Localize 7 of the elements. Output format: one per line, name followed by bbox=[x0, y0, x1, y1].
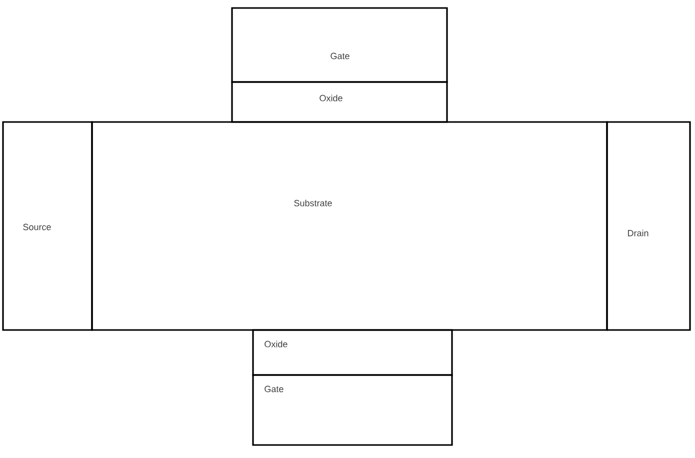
layer-box: Oxide bbox=[231, 81, 448, 123]
layer-box: Gate bbox=[252, 374, 453, 446]
layer-box: Substrate bbox=[91, 121, 608, 331]
layer-box: Gate bbox=[231, 7, 448, 83]
layer-box: Source bbox=[2, 121, 93, 331]
layer-box: Drain bbox=[606, 121, 691, 331]
layer-box: Oxide bbox=[252, 329, 453, 376]
